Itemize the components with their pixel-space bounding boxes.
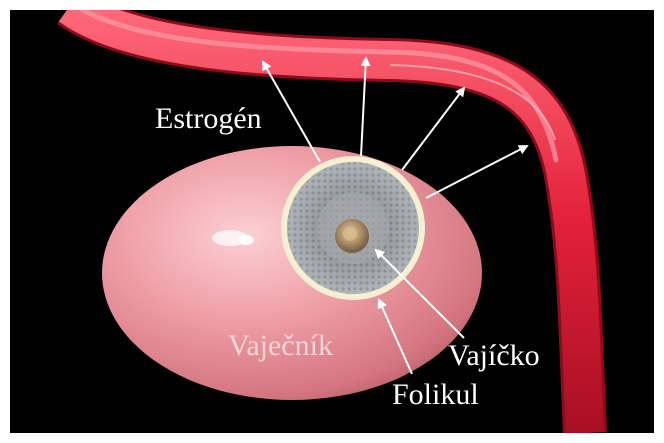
estrogen-arrow-3 bbox=[402, 88, 464, 170]
estrogen-label: Estrogén bbox=[155, 102, 262, 135]
egg bbox=[335, 219, 369, 253]
ovary-diagram: Estrogén Vaječník Vajíčko Folikul bbox=[10, 10, 654, 433]
follicle-label: Folikul bbox=[392, 378, 479, 411]
diagram-canvas: Estrogén Vaječník Vajíčko Folikul bbox=[10, 10, 654, 433]
estrogen-arrow-4 bbox=[426, 146, 527, 198]
egg-label: Vajíčko bbox=[448, 339, 540, 372]
ovary-label: Vaječník bbox=[228, 329, 333, 362]
